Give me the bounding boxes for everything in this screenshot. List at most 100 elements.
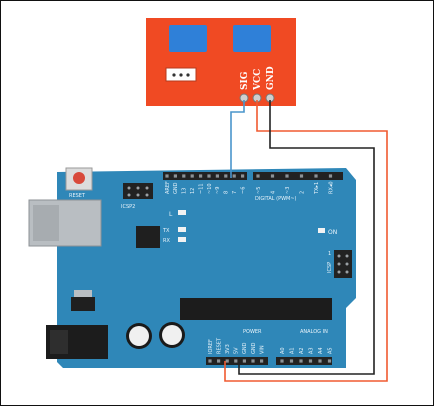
analog-label: ANALOG IN: [300, 329, 328, 335]
wire-signal: [230, 100, 245, 178]
capacitor: [159, 322, 185, 348]
header-pin: [345, 262, 349, 266]
power-jack-inner: [50, 330, 68, 354]
header-pin: [217, 359, 221, 363]
analog-pin-row: [280, 359, 332, 363]
header-pin: [280, 359, 284, 363]
icsp2-header: ICSP2: [121, 183, 153, 210]
connector-hole: [186, 73, 190, 77]
header-pin: [127, 193, 131, 197]
header-pin: [207, 174, 211, 178]
header-pin: [215, 174, 219, 178]
digital-pin-row: [165, 174, 333, 178]
header-pin: [327, 359, 332, 363]
pin-label: A5: [327, 347, 333, 354]
pin-label-sig: SIG: [240, 72, 250, 90]
header-pin: [318, 359, 322, 363]
header-pin: [145, 186, 149, 190]
pin-label: ~11: [198, 183, 204, 194]
pin-label: GND: [173, 182, 179, 194]
power-label: POWER: [243, 329, 262, 335]
header-pin: [199, 174, 203, 178]
on-led: [318, 228, 325, 233]
header-pin: [234, 359, 238, 363]
pin-label: ~5: [256, 187, 262, 194]
on-label: ON: [328, 229, 337, 236]
header-pin: [345, 254, 349, 258]
pin-label: ~10: [207, 183, 213, 194]
pin-label: AREF: [165, 181, 171, 194]
digital-header-right: [253, 172, 343, 180]
pin-label: VIN: [259, 345, 265, 354]
voltage-regulator-tab: [74, 290, 92, 298]
digital-label: DIGITAL (PWM~): [255, 196, 297, 202]
voltage-regulator: [71, 297, 95, 311]
pin-label: RESET: [216, 337, 222, 354]
pin-label: 8: [224, 191, 230, 194]
header-pin: [299, 174, 304, 178]
wire-gnd: [238, 100, 375, 375]
header-pin: [299, 359, 303, 363]
header-pin: [345, 270, 349, 274]
led-tx: [178, 227, 186, 232]
connector-hole: [172, 73, 176, 77]
pin-label: GND: [251, 342, 257, 354]
led-l: [178, 210, 186, 215]
header-pin: [208, 359, 212, 363]
wire-vcc: [224, 100, 388, 382]
reset-button-cap: [73, 172, 85, 184]
pin-label: A0: [280, 347, 286, 354]
header-pin: [270, 174, 275, 178]
reset-label: RESET: [69, 193, 86, 199]
pin-label-vcc: VCC: [253, 69, 263, 91]
header-pin: [173, 174, 177, 178]
header-one-label: 1: [328, 251, 331, 257]
sensor-button-right: [233, 25, 271, 52]
pin-label: A2: [299, 347, 305, 354]
led-l-label: L: [169, 211, 173, 218]
icsp-header: 1 ICSP: [327, 250, 352, 278]
pin-label: A4: [318, 347, 324, 354]
header-pin: [314, 174, 318, 178]
header-pin: [136, 193, 140, 197]
pin-label: A1: [289, 347, 295, 354]
microcontroller-chip: [180, 298, 332, 320]
pin-label: ~6: [240, 187, 246, 194]
icsp2-body: [123, 183, 153, 199]
header-pin: [337, 254, 341, 258]
pin-label: 12: [190, 188, 196, 194]
pin-label: TX▸1: [314, 182, 320, 195]
digital-header-left: [163, 172, 247, 180]
header-pin: [256, 174, 260, 178]
header-pin: [190, 174, 194, 178]
pin-label: 7: [232, 191, 238, 194]
capacitor-top: [162, 325, 182, 345]
pin-label: 3V3: [225, 344, 231, 354]
header-pin: [337, 262, 341, 266]
header-pin: [289, 359, 294, 363]
icsp-body: [334, 250, 352, 278]
pin-label: 13: [182, 188, 188, 194]
header-pin: [224, 174, 228, 178]
header-pin: [242, 359, 246, 363]
usb-connector-inner: [33, 205, 59, 241]
pin-label: A3: [308, 347, 314, 354]
header-pin: [251, 359, 255, 363]
header-pin: [337, 270, 341, 274]
wires: [224, 100, 388, 382]
connector-hole: [179, 73, 183, 77]
icsp2-label: ICSP2: [121, 204, 135, 210]
header-pin: [136, 186, 140, 190]
usb-chip: [136, 226, 160, 248]
header-pin: [127, 186, 131, 190]
pin-label: ~3: [285, 187, 291, 194]
header-pin: [241, 174, 245, 178]
capacitor-top: [129, 326, 149, 346]
power-pin-row: [208, 359, 264, 363]
